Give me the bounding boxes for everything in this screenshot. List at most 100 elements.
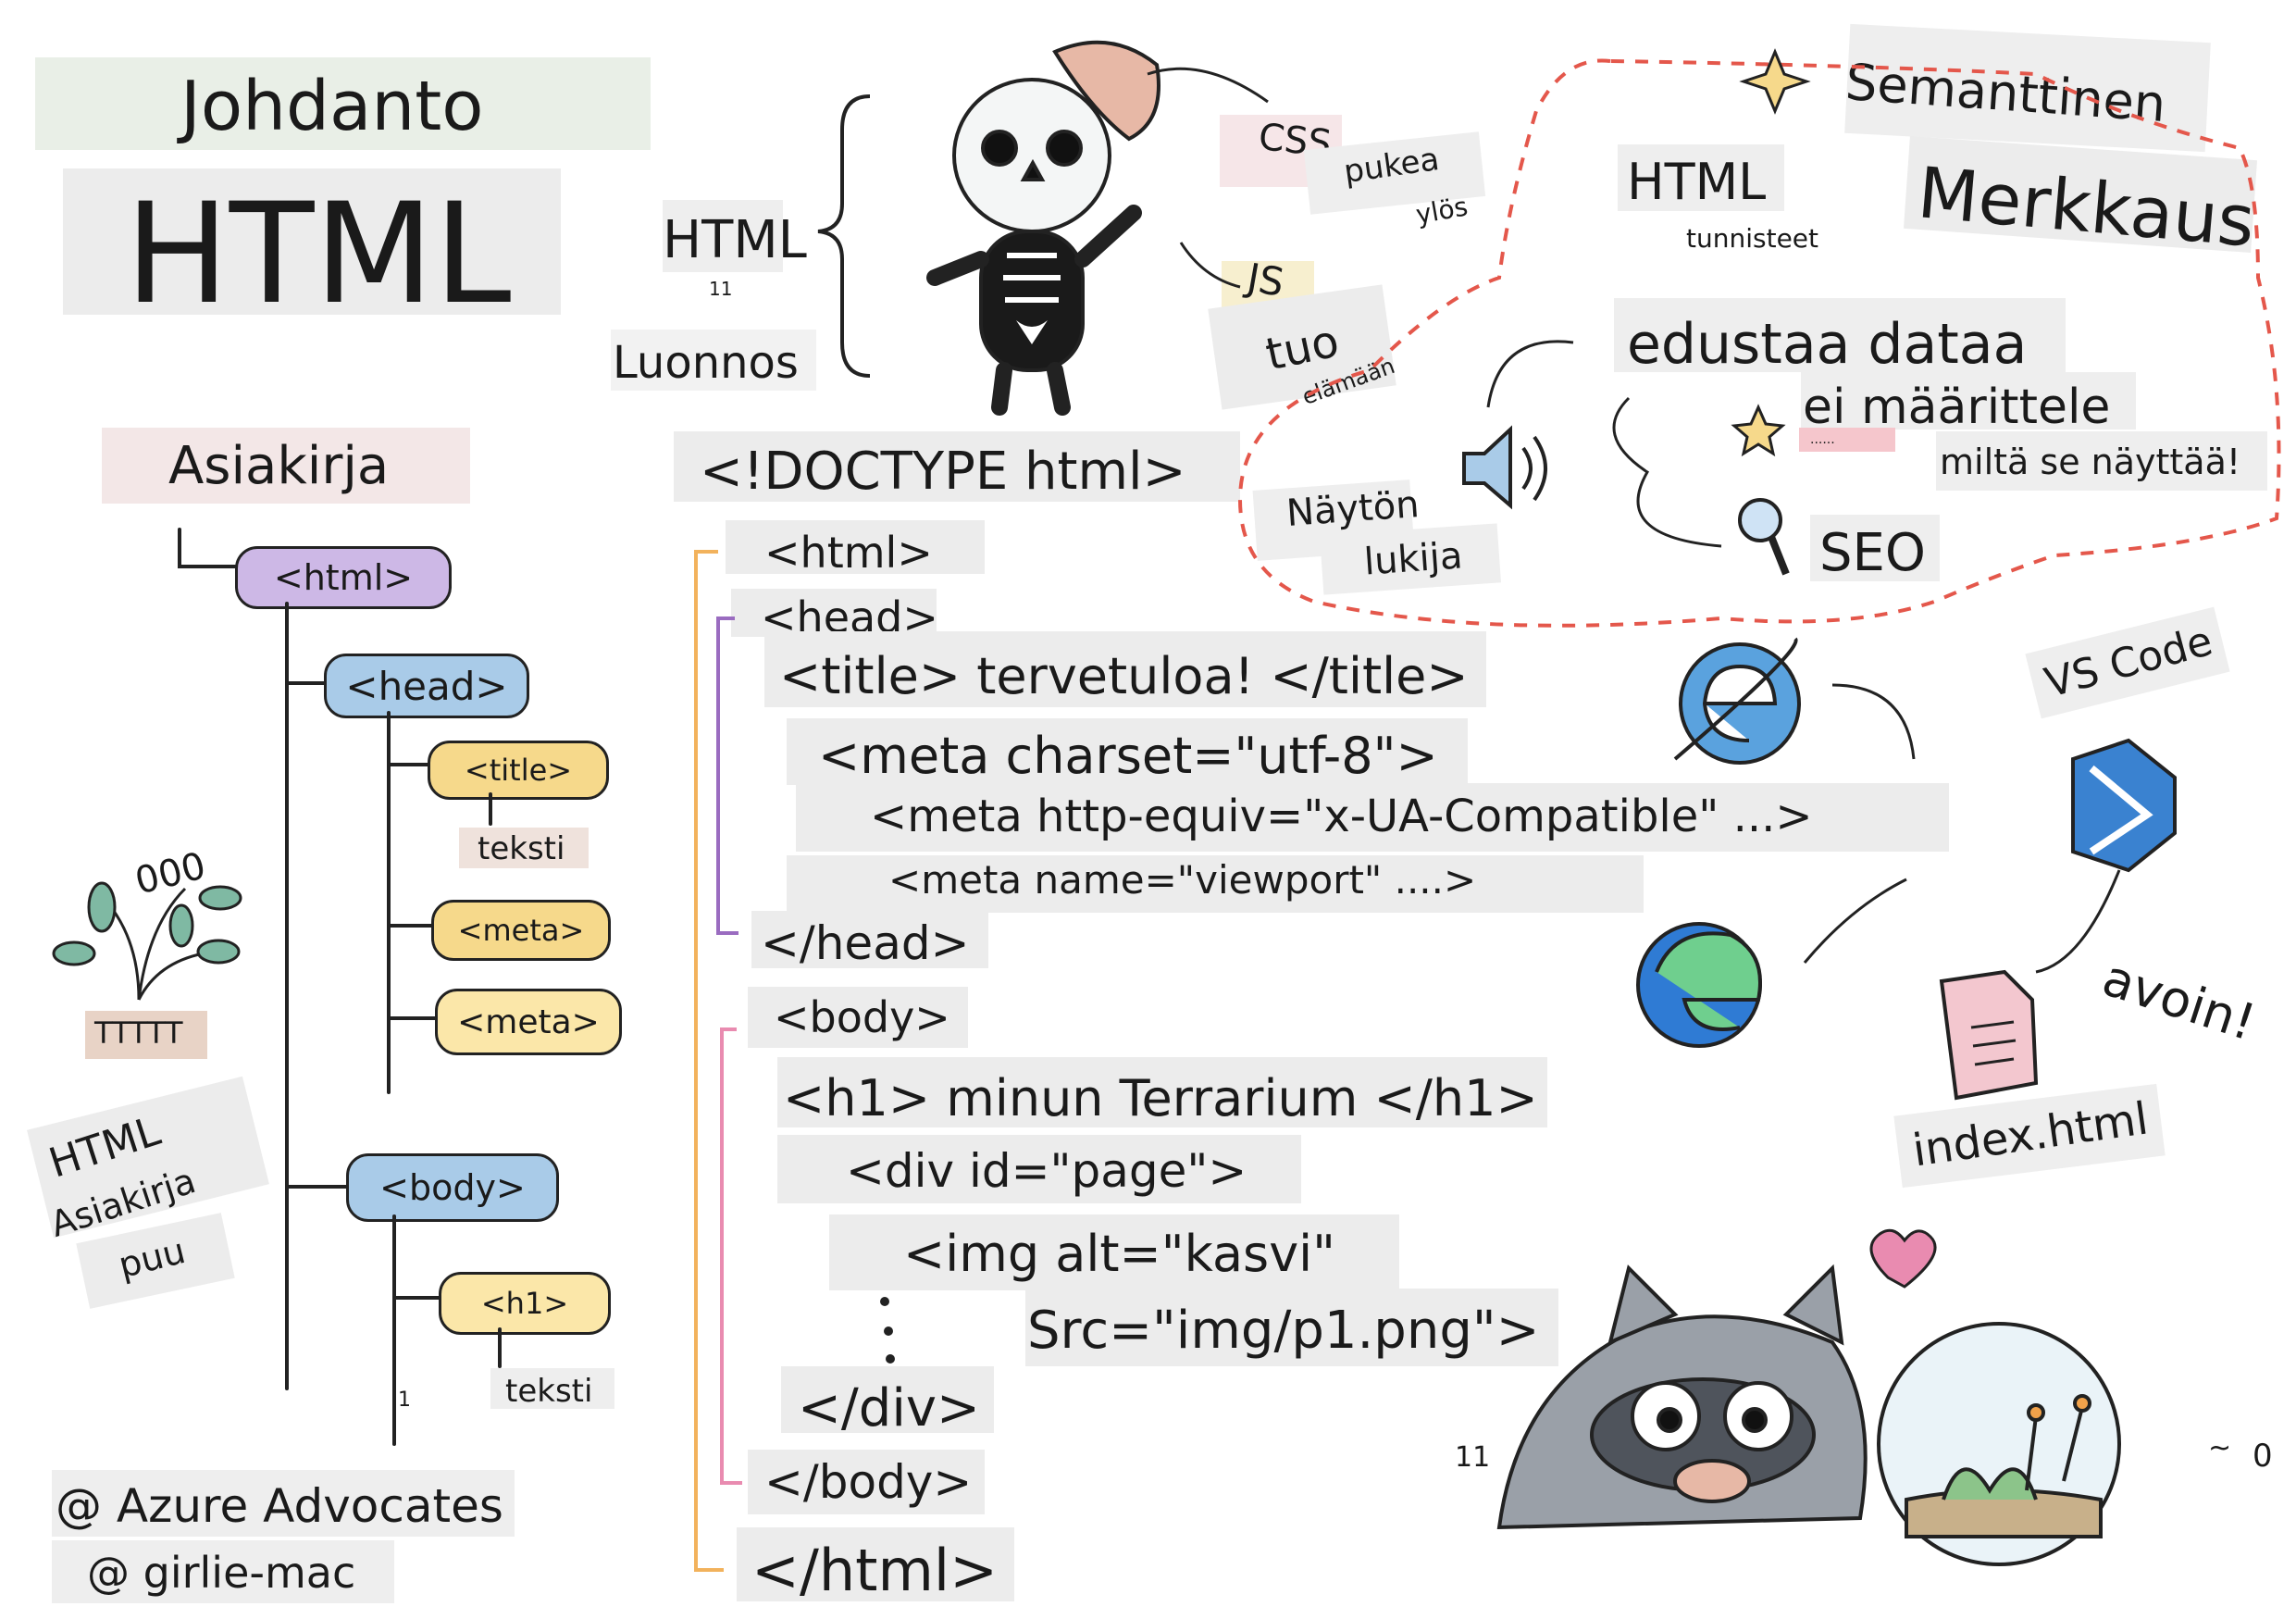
plant-icon xyxy=(52,881,242,1001)
code-body-open: <body> xyxy=(774,992,950,1042)
skeleton-draft-label: Luonnos xyxy=(613,337,799,389)
code-meta-charset: <meta charset="utf-8"> xyxy=(818,727,1438,785)
code-viewport-patch xyxy=(787,855,1644,913)
code-meta-viewport: <meta name="viewport" ....> xyxy=(888,857,1477,903)
code-div-open: <div id="page"> xyxy=(846,1144,1247,1198)
code-body-open-patch xyxy=(748,987,968,1048)
speaker-icon xyxy=(1462,425,1547,510)
page-title: HTML xyxy=(125,174,512,335)
terrarium-icon xyxy=(1877,1322,2121,1566)
credits-line-2: @ girlie-mac xyxy=(87,1548,356,1598)
code-meta-compat: <meta http-equiv="x-UA-Compatible" ...> xyxy=(870,791,1813,842)
edge-logo-icon xyxy=(1636,922,1762,1048)
title-patch-1 xyxy=(35,57,651,150)
ie-logo-icon xyxy=(1673,637,1801,765)
credits-line-1: @ Azure Advocates xyxy=(56,1479,503,1533)
head-bracket xyxy=(716,616,738,935)
code-img: <img alt="kasvi" xyxy=(903,1225,1335,1283)
plant-pot-patch xyxy=(85,1011,207,1059)
semantic-represents: edustaa dataa xyxy=(1627,312,2028,377)
tree-node-meta-2: <meta> xyxy=(435,989,622,1055)
sparkle-icon xyxy=(1739,48,1811,115)
code-h1: <h1> minun Terrarium </h1> xyxy=(783,1069,1538,1127)
code-html-close: </html> xyxy=(751,1537,999,1604)
corner-mark: 11 xyxy=(1455,1441,1491,1474)
screen-arrow xyxy=(1486,340,1574,408)
code-div-close-patch xyxy=(781,1366,994,1433)
seo-curl xyxy=(1612,396,1722,548)
skeleton-brace xyxy=(817,94,871,378)
css-arrow xyxy=(1147,67,1269,104)
draft-label-patch xyxy=(611,330,816,391)
html-bracket xyxy=(694,550,724,1572)
ie-arrow xyxy=(1831,683,1916,760)
code-html-open-patch xyxy=(726,520,985,574)
text2-patch xyxy=(490,1368,614,1409)
code-head-close-patch xyxy=(751,911,988,968)
code-div-close: </div> xyxy=(798,1378,980,1438)
code-img-patch xyxy=(829,1214,1399,1290)
title-patch-2 xyxy=(63,168,561,315)
tree-text-1: teksti xyxy=(478,830,565,867)
tree-node-title: <title> xyxy=(428,741,609,800)
semantic-dots: ...... xyxy=(1810,432,1835,447)
skeleton-html-mark: 11 xyxy=(709,278,733,300)
semantic-html: HTML xyxy=(1627,153,1767,211)
code-charset-patch xyxy=(787,718,1468,785)
represents-patch xyxy=(1614,298,2066,372)
skeleton-figure xyxy=(926,40,1160,416)
dots-patch xyxy=(1799,428,1895,452)
semantic-outline xyxy=(1237,58,2281,628)
html-label-patch xyxy=(663,200,783,272)
semantic-seo: SEO xyxy=(1819,523,1927,583)
code-html-close-patch xyxy=(737,1527,1014,1601)
code-title-patch xyxy=(764,631,1486,707)
code-body-close: </body> xyxy=(764,1455,973,1509)
semantic-tags: tunnisteet xyxy=(1686,223,1818,254)
code-compat-patch xyxy=(796,783,1949,852)
tree-node-head: <head> xyxy=(324,654,529,718)
credits-patch-1 xyxy=(52,1470,515,1537)
code-src: Src="img/p1.png"> xyxy=(1027,1301,1540,1361)
plant-pot-label: TTTTT xyxy=(94,1015,183,1051)
right-mark-2: 0 xyxy=(2253,1438,2273,1475)
code-doctype: <!DOCTYPE html> xyxy=(700,442,1186,502)
code-head-open-patch xyxy=(731,589,937,637)
code-ellipsis-dots xyxy=(880,1297,895,1364)
body-bracket xyxy=(720,1027,742,1485)
heart-icon xyxy=(1869,1228,1937,1289)
tree-node-body: <body> xyxy=(346,1153,559,1222)
tree-text-2: teksti xyxy=(505,1373,593,1410)
magnifier-icon xyxy=(1738,498,1790,576)
seo-patch xyxy=(1810,515,1940,581)
asiakirja-patch xyxy=(102,428,470,504)
skeleton-html-label: HTML xyxy=(663,210,807,270)
js-arrow xyxy=(1179,242,1241,289)
code-h1-patch xyxy=(777,1057,1547,1127)
file-arrow xyxy=(2035,869,2121,974)
code-head-close: </head> xyxy=(761,916,970,970)
code-src-patch xyxy=(1025,1289,1558,1366)
code-html-open: <html> xyxy=(764,528,933,578)
code-doctype-patch xyxy=(674,431,1240,502)
code-body-close-patch xyxy=(748,1450,985,1514)
tree-tick: 1 xyxy=(398,1389,411,1412)
raccoon-icon xyxy=(1496,1264,1868,1530)
code-div-open-patch xyxy=(777,1135,1301,1203)
tree-connectors xyxy=(178,528,502,1446)
tree-heading: Asiakirja xyxy=(168,436,390,496)
file-icon xyxy=(1939,969,2039,1101)
credits-patch-2 xyxy=(52,1540,394,1603)
tree-node-h1: <h1> xyxy=(439,1272,611,1335)
semantic-html-patch xyxy=(1618,144,1784,211)
title-line1: Johdanto xyxy=(180,67,484,146)
tree-node-meta-1: <meta> xyxy=(431,900,611,961)
star-icon xyxy=(1731,404,1786,457)
vscode-logo-icon xyxy=(2071,738,2177,873)
code-title: <title> tervetuloa! </title> xyxy=(779,647,1469,705)
semantic-not-define: ei määrittele xyxy=(1803,380,2111,435)
right-mark-1: ~ xyxy=(2208,1432,2232,1464)
tree-node-html: <html> xyxy=(235,546,452,609)
not-define-patch xyxy=(1801,372,2136,430)
